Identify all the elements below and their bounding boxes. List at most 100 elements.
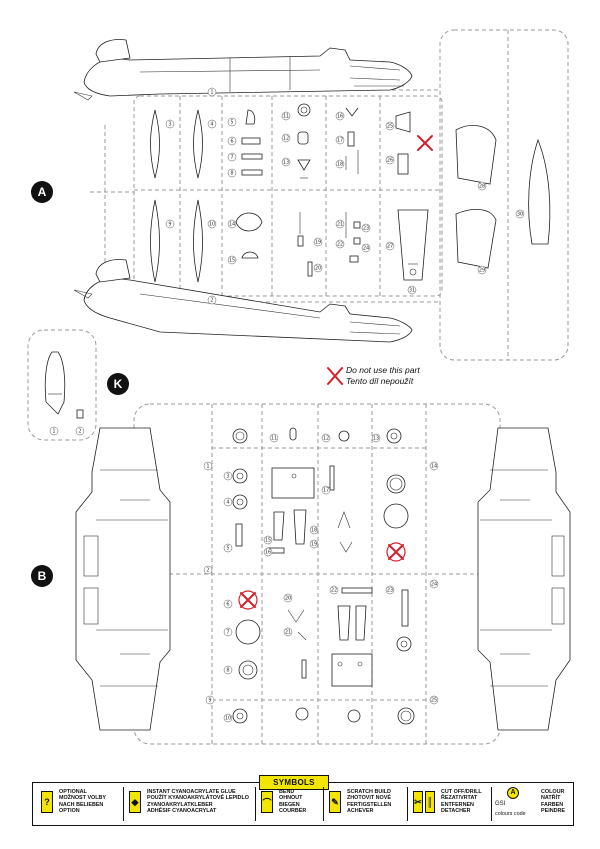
legend-divider <box>123 787 124 821</box>
part-number: 8 <box>230 171 233 177</box>
legend-divider <box>323 787 324 821</box>
part-number: 17 <box>337 138 343 144</box>
part-number: 1 <box>206 464 209 470</box>
part-number: 27 <box>387 244 393 250</box>
part-number: 1 <box>210 90 213 96</box>
part-number: 15 <box>265 538 271 544</box>
part-number: 5 <box>230 120 233 126</box>
part-number: 15 <box>229 258 235 264</box>
do-not-use-notice: Do not use this part Tento díl nepoužít <box>346 365 420 387</box>
part-number: 11 <box>271 436 277 442</box>
gsi-label: GSI <box>495 801 506 807</box>
part-number: 25 <box>387 124 393 130</box>
sprue-label-b: B <box>38 569 47 583</box>
wing-left <box>75 427 171 731</box>
part-number: 12 <box>283 136 289 142</box>
part-number: 22 <box>337 242 343 248</box>
part-number: 13 <box>283 160 289 166</box>
part-number: 23 <box>387 588 393 594</box>
part-number: 24 <box>363 246 369 252</box>
part-number: 19 <box>315 240 321 246</box>
part-number: 7 <box>226 630 229 636</box>
part-number: 3 <box>168 122 171 128</box>
notice-line-cz: Tento díl nepoužít <box>346 376 414 386</box>
legend-divider <box>255 787 256 821</box>
question-icon: ? <box>41 791 53 813</box>
part-number: 21 <box>337 222 343 228</box>
fuselage-half-upper <box>73 39 413 101</box>
do-not-use-mark-a <box>417 135 433 151</box>
part-number: 3 <box>226 474 229 480</box>
sprue-a-frame <box>90 29 569 361</box>
sprue-badge-k: K <box>107 373 129 395</box>
part-number: 22 <box>331 588 337 594</box>
part-number: 29 <box>479 268 485 274</box>
scratch-build-icon: ✎ <box>329 791 341 813</box>
part-number: 9 <box>168 222 171 228</box>
small-parts-a <box>235 103 429 281</box>
colour-icon: A <box>507 787 519 799</box>
part-number: 14 <box>431 464 437 470</box>
glue-drop-icon: ◆ <box>129 791 141 813</box>
fuselage-half-lower <box>73 259 413 343</box>
part-number: 10 <box>225 716 231 722</box>
part-number: 2 <box>210 298 213 304</box>
part-number: 12 <box>323 436 329 442</box>
part-number: 28 <box>479 184 485 190</box>
part-number: 14 <box>229 222 235 228</box>
sprue-b-frame <box>133 403 501 745</box>
part-number: 13 <box>373 436 379 442</box>
legend-title: SYMBOLS <box>259 775 329 790</box>
part-number: 1 <box>52 429 55 435</box>
sprue-label-a: A <box>38 185 47 199</box>
sprue-k: 1 2 <box>27 329 97 441</box>
part-number: 11 <box>283 114 289 120</box>
small-parts-b <box>232 427 415 725</box>
part-number: 2 <box>206 568 209 574</box>
legend-divider <box>491 787 492 821</box>
part-number: 7 <box>230 155 233 161</box>
part-number: 19 <box>311 542 317 548</box>
part-number: 26 <box>387 158 393 164</box>
legend-colour-code: A GSI colours code <box>495 787 539 821</box>
bend-icon: ⌒ <box>261 791 273 813</box>
drop-tanks <box>150 109 203 283</box>
part-number: 9 <box>208 698 211 704</box>
part-number: 8 <box>226 668 229 674</box>
part-number: 6 <box>226 602 229 608</box>
wing-right <box>477 427 571 731</box>
sprue-label-k: K <box>114 377 123 391</box>
legend-divider <box>407 787 408 821</box>
part-numbers-a: 1 2 3 4 5 6 7 8 9 10 11 12 13 14 15 16 1… <box>165 87 525 305</box>
part-number: 20 <box>315 266 321 272</box>
part-number: 25 <box>431 698 437 704</box>
part-number: 31 <box>409 288 415 294</box>
tailplanes <box>455 125 551 269</box>
part-number: 30 <box>517 212 523 218</box>
part-number: 16 <box>265 550 271 556</box>
colours-code-label: colours code <box>495 811 526 817</box>
part-number: 24 <box>431 582 437 588</box>
sprue-badge-b: B <box>31 565 53 587</box>
part-number: 16 <box>337 114 343 120</box>
part-number: 4 <box>210 122 213 128</box>
sprue-diagram: 1 2 3 4 5 6 7 8 9 10 11 12 13 14 15 16 1… <box>27 29 571 745</box>
part-number: 5 <box>226 546 229 552</box>
part-number: 10 <box>209 222 215 228</box>
part-number: 21 <box>285 630 291 636</box>
do-not-use-legend-mark <box>327 367 343 385</box>
cut-off-icon: ✂ <box>413 791 423 813</box>
part-number: 18 <box>311 528 317 534</box>
part-number: 2 <box>78 429 81 435</box>
part-number: 4 <box>226 500 229 506</box>
notice-line-en: Do not use this part <box>346 365 420 375</box>
part-number: 20 <box>285 596 291 602</box>
part-number: 23 <box>363 226 369 232</box>
part-number: 18 <box>337 162 343 168</box>
